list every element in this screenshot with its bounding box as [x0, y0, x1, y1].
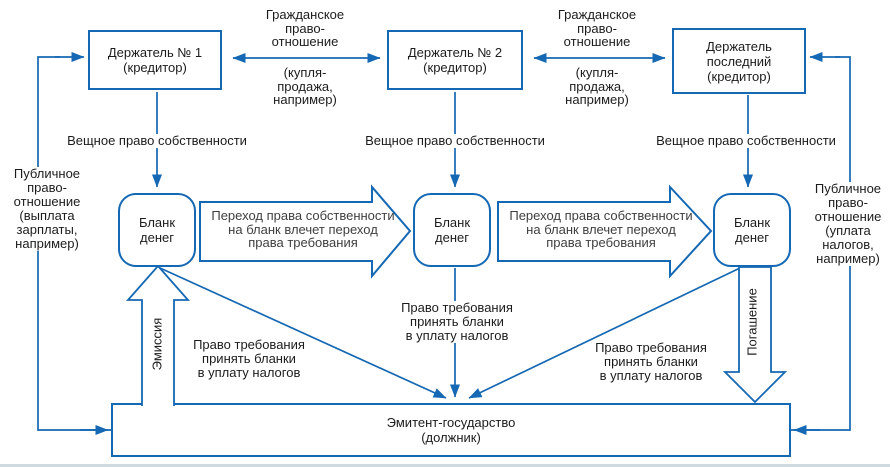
money-blank-3-box: Бланк денег [713, 193, 791, 267]
redemption-label: Погашение [743, 286, 761, 358]
text-line: в уплату налогов [599, 368, 703, 383]
text-line: принять бланки [202, 351, 296, 366]
text-line: Держатель № 2 [407, 45, 503, 60]
text-line: (должник) [421, 430, 481, 445]
text-line: продажа, [569, 78, 625, 94]
text-line: налогов, [822, 237, 874, 252]
holder-last-box: Держатель последний (кредитор) [672, 28, 806, 94]
text-line: права требования [248, 235, 358, 250]
money-blank-2-box: Бланк денег [413, 193, 491, 267]
text-line: Право требования [401, 300, 513, 315]
text-line: право- [577, 20, 617, 36]
text-line: Публичное [13, 166, 81, 181]
text-line: Бланк [733, 215, 771, 230]
text-line: (кредитор) [423, 60, 487, 75]
ownership-transfer-label-1: Переход права собственности на бланк вле… [211, 209, 394, 250]
text-line: отношение [13, 194, 81, 209]
text-line: например) [565, 92, 629, 107]
text-line: Гражданское [265, 7, 345, 22]
civil-example-label-2: (купля- продажа, например) [565, 66, 629, 107]
text-line: денег [140, 230, 174, 245]
text-line: Переход права собственности [509, 208, 693, 223]
holder-1-box: Держатель № 1 (кредитор) [88, 30, 222, 90]
text-line: Переход права собственности [211, 208, 395, 223]
text-line: (кредитор) [123, 60, 187, 75]
ownership-transfer-arrow-2 [497, 184, 713, 279]
text-line: Держатель № 1 [107, 45, 203, 60]
civil-example-label-1: (купля- продажа, например) [273, 66, 337, 107]
text-line: на бланк влечет переход [228, 221, 378, 237]
civil-relation-label-2: Гражданское право- отношение [558, 8, 636, 49]
text-line: право- [27, 180, 67, 195]
text-line: (уплата [825, 223, 871, 238]
text-line: принять бланки [410, 314, 504, 329]
text-line: денег [435, 230, 469, 245]
text-line: последний [706, 53, 772, 69]
property-right-label-2: Вещное право собственности [362, 134, 548, 148]
issuer-box-border [111, 403, 791, 457]
text-line: Эмитент-государство [386, 415, 516, 430]
claim-right-label-right: Право требования принять бланки в уплату… [595, 341, 707, 383]
claim-right-label-left: Право требования принять бланки в уплату… [193, 338, 305, 380]
text-line: Публичное [814, 181, 882, 196]
ownership-transfer-label-2: Переход права собственности на бланк вле… [509, 209, 692, 250]
text-line: принять бланки [604, 354, 698, 369]
text-line: Бланк [433, 215, 471, 230]
money-blank-1-box: Бланк денег [118, 193, 196, 267]
public-relation-left-label: Публичное право- отношение (выплата зарп… [10, 166, 84, 251]
property-right-label-1: Вещное право собственности [64, 134, 250, 148]
text-line: зарплаты, [16, 222, 78, 237]
text-line: Бланк [138, 215, 176, 230]
text-line: в уплату налогов [197, 365, 301, 380]
ownership-transfer-arrow-1 [199, 184, 412, 279]
text-line: денег [735, 230, 769, 245]
holder-2-box: Держатель № 2 (кредитор) [387, 30, 523, 90]
text-line: например) [273, 92, 337, 107]
text-line: например) [15, 236, 79, 251]
emission-label: Эмиссия [148, 315, 166, 373]
text-line: отношение [814, 209, 882, 224]
property-right-label-3: Вещное право собственности [653, 134, 839, 148]
text-line: в уплату налогов [405, 328, 509, 343]
text-line: права требования [546, 235, 656, 250]
text-line: Право требования [193, 337, 305, 352]
text-line: право- [285, 20, 325, 36]
issuer-box: Эмитент-государство (должник) [112, 404, 790, 456]
text-line: на бланк влечет переход [526, 221, 676, 237]
text-line: (купля- [283, 65, 327, 80]
text-line: право- [828, 195, 868, 210]
text-line: отношение [563, 34, 631, 49]
text-line: продажа, [277, 78, 333, 94]
text-line: (купля- [575, 65, 619, 80]
text-line: (кредитор) [707, 68, 771, 84]
text-line: отношение [271, 34, 339, 49]
civil-relation-label-1: Гражданское право- отношение [266, 8, 344, 49]
public-relation-right-label: Публичное право- отношение (уплата налог… [811, 181, 885, 266]
text-line: Право требования [595, 340, 707, 355]
claim-right-label-middle: Право требования принять бланки в уплату… [398, 301, 516, 343]
text-line: (выплата [19, 208, 75, 223]
text-line: Держатель [706, 38, 772, 54]
text-line: например) [816, 251, 880, 266]
text-line: Гражданское [557, 7, 637, 22]
